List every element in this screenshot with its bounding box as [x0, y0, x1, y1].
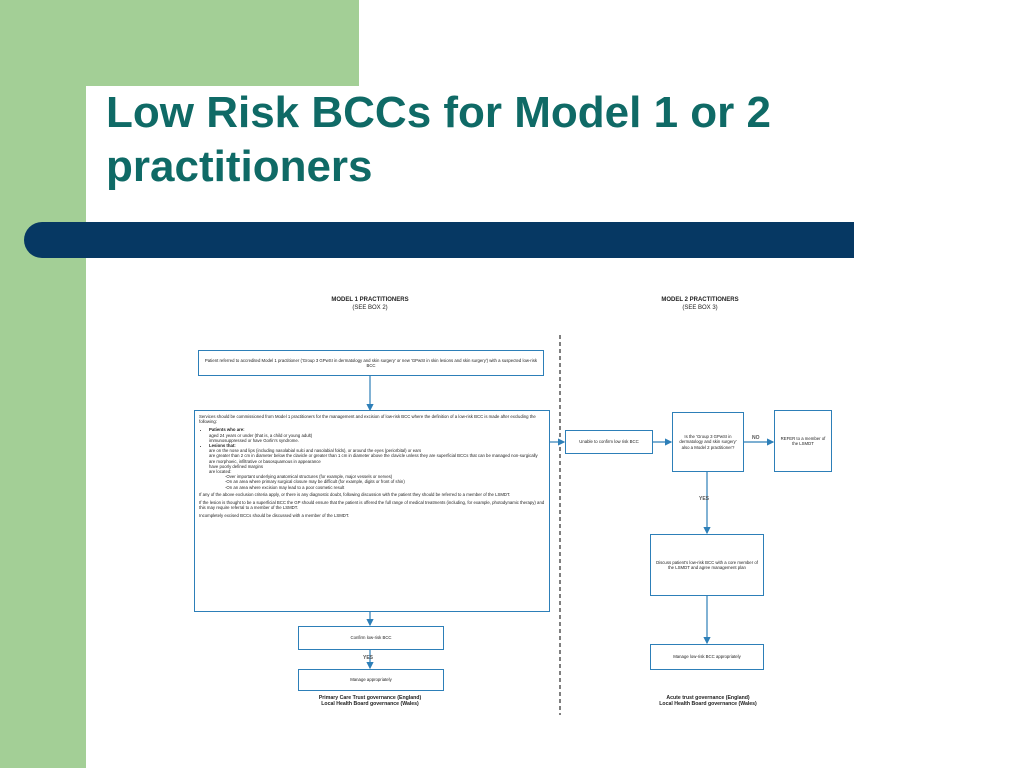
patient-criterion: immunosuppressed or have Gorlin's syndro… — [209, 437, 299, 443]
criteria-uncertain-para: If any of the above exclusion criteria a… — [199, 491, 511, 497]
model1-heading-text: MODEL 1 PRACTITIONERS — [331, 297, 409, 303]
lesion-criterion: are greater than 2 cm in diameter below … — [209, 453, 538, 459]
yes-label-right: YES — [699, 496, 710, 502]
refer-text: REFER to a member of the LSMDT — [780, 435, 826, 446]
model2-question-text: Is the 'Group 3 GPwSI in dermatology and… — [679, 434, 737, 450]
model1-subheading: (SEE BOX 2) — [352, 305, 388, 311]
model2-heading-text: MODEL 2 PRACTITIONERS — [661, 297, 739, 303]
governance-right-line2: Local Health Board governance (Wales) — [659, 701, 757, 708]
no-label: NO — [752, 435, 760, 441]
referral-text: Patient referred to accredited Model 1 p… — [204, 357, 538, 368]
lesion-criterion: are morphoeic, infiltrative or basosquam… — [209, 458, 321, 464]
flowchart: MODEL 1 PRACTITIONERS (SEE BOX 2) MODEL … — [190, 290, 840, 720]
location-criterion: -Over important underlying anatomical st… — [225, 474, 393, 480]
manage-lowrisk-box: Manage low-risk BCC appropriately — [650, 644, 764, 670]
discuss-text: Discuss patient's low-risk BCC with a co… — [656, 559, 758, 570]
manage-appropriately-text: Manage appropriately — [350, 677, 392, 683]
model1-heading: MODEL 1 PRACTITIONERS (SEE BOX 2) — [280, 296, 460, 312]
lesion-criterion: have poorly defined margins — [209, 463, 263, 469]
location-criterion: -On an area where excision may lead to a… — [225, 484, 345, 490]
governance-right-line1: Acute trust governance (England) — [666, 695, 750, 701]
location-criterion: -On an area where primary surgical closu… — [225, 479, 405, 485]
governance-right: Acute trust governance (England) Local H… — [608, 695, 808, 708]
criteria-incomplete-para: Incompletely excised BCCs should be disc… — [199, 513, 350, 519]
title-underline-bar — [24, 222, 854, 258]
unable-confirm-box: Unable to confirm low risk BCC — [565, 430, 653, 454]
green-top-band — [86, 0, 359, 86]
confirm-box: Confirm low-risk BCC — [298, 626, 444, 650]
model2-heading: MODEL 2 PRACTITIONERS (SEE BOX 3) — [610, 296, 790, 312]
slide-title: Low Risk BCCs for Model 1 or 2 practitio… — [106, 88, 771, 191]
manage-lowrisk-text: Manage low-risk BCC appropriately — [673, 654, 741, 660]
unable-confirm-text: Unable to confirm low risk BCC — [579, 439, 639, 445]
confirm-text: Confirm low-risk BCC — [350, 635, 392, 641]
referral-box: Patient referred to accredited Model 1 p… — [198, 350, 544, 376]
lesions-heading: Lesions that: — [209, 443, 236, 449]
flowchart-connectors — [366, 335, 775, 715]
refer-box: REFER to a member of the LSMDT — [774, 410, 832, 472]
manage-appropriately-box: Manage appropriately — [298, 669, 444, 691]
governance-left-line2: Local Health Board governance (Wales) — [321, 701, 419, 708]
lesion-criterion: are on the nose and lips (including naso… — [209, 448, 422, 454]
yes-label-left: YES — [363, 655, 374, 661]
criteria-intro: Services should be commissioned from Mod… — [199, 414, 536, 425]
model2-question-box: Is the 'Group 3 GPwSI in dermatology and… — [672, 412, 744, 472]
patient-criterion: aged 24 years or under (that is, a child… — [209, 432, 313, 438]
patients-heading: Patients who are: — [209, 427, 245, 433]
criteria-box: Services should be commissioned from Mod… — [194, 410, 550, 612]
model2-subheading: (SEE BOX 3) — [682, 305, 718, 311]
green-side-band — [0, 0, 86, 768]
criteria-superficial-para: If the lesion is thought to be a superfi… — [199, 500, 545, 511]
governance-left-line1: Primary Care Trust governance (England) — [318, 695, 422, 701]
governance-left: Primary Care Trust governance (England) … — [270, 695, 470, 708]
discuss-box: Discuss patient's low-risk BCC with a co… — [650, 534, 764, 596]
lesion-criterion: are located: — [209, 469, 232, 475]
